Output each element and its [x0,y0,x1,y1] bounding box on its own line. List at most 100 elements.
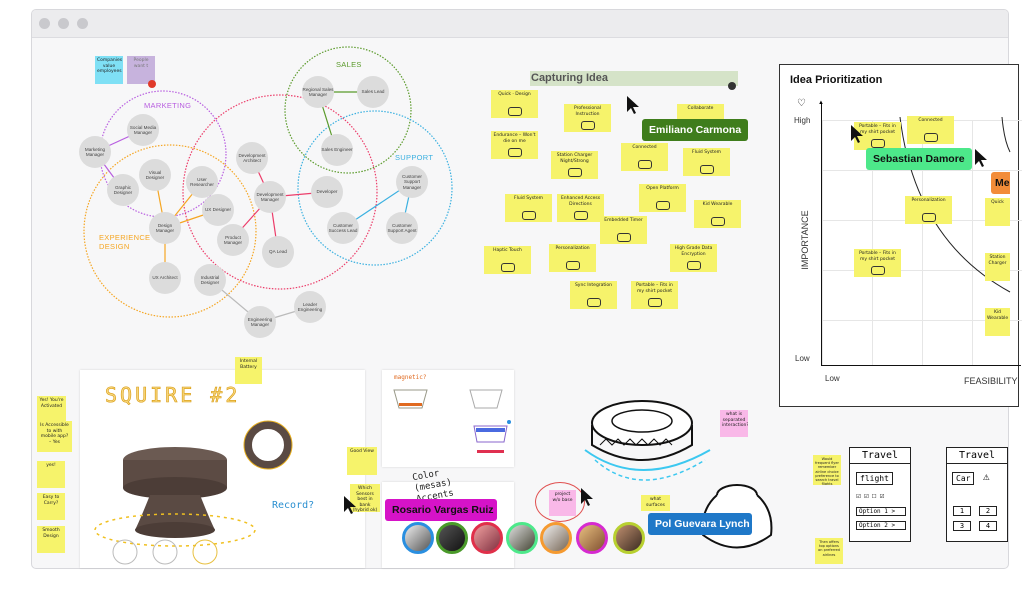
user-avatar-marker [728,82,736,90]
feedback-sticky[interactable]: Is Accessible to with mobile app? – Yes [37,421,72,452]
idea-sticky-text: Portable – Fits in my shirt pocket [859,124,896,135]
grid-button: 2 [979,506,997,516]
role-node[interactable]: Customer Support Agent [386,212,418,244]
role-node[interactable]: Development Manager [254,181,286,213]
bowl-sketch-panel[interactable]: magnetic? [382,370,514,467]
idea-sticky[interactable]: Enhanced Access Directions [557,194,604,222]
idea-sticky-text: Professional Instruction [573,106,602,117]
idea-sticky[interactable]: Open Platform [639,184,686,212]
idea-sticky[interactable]: Station Charger Night/Strong [551,151,598,179]
prioritization-title: Idea Prioritization [790,74,883,86]
capturing-idea-title[interactable]: Capturing Idea [530,71,738,86]
idea-sticky[interactable]: Station Charger [985,253,1010,281]
idea-sticky[interactable]: Quick · Design [491,90,538,118]
sticky-note[interactable]: Companies value employees [95,56,123,84]
annotation-sticky[interactable]: Then offers top options on preferred air… [815,538,843,564]
idea-sticky[interactable]: Professional Instruction [564,104,611,132]
idea-sticky[interactable]: Personalization [549,244,596,272]
y-high-label: High [794,116,811,125]
collaborator-label: Pol Guevara Lynch [648,513,752,535]
idea-sticky[interactable]: High Grade Data Encryption [670,244,717,272]
minimize-window-button[interactable] [58,18,69,29]
role-node[interactable]: Leader Engineering [294,291,326,323]
feedback-sticky[interactable]: Good View [347,447,377,475]
idea-prioritization-panel[interactable]: Idea Prioritization ♡ High Low Low FEASI… [779,64,1022,407]
sketch-icon [710,217,725,226]
feedback-sticky[interactable]: Internal Battery [235,357,262,384]
idea-sticky[interactable]: Connected [907,116,954,144]
option-row: Option 2 > [856,521,906,530]
collaborator-avatar[interactable] [436,522,468,554]
collaborator-avatar[interactable] [540,522,572,554]
group-label-sales: SALES [336,60,362,69]
feedback-sticky[interactable]: Which Sensors best in bank (hybrid ok) [350,484,380,512]
sticky-note[interactable]: People want t [127,56,155,84]
idea-sticky[interactable]: Kid Wearable [985,308,1010,336]
idea-sticky[interactable]: Kid Wearable [694,200,741,228]
role-node[interactable]: Visual Designer [139,159,171,191]
maximize-window-button[interactable] [77,18,88,29]
collaborator-avatar[interactable] [613,522,645,554]
role-node[interactable]: UX Architect [149,262,181,294]
role-node[interactable]: Industrial Designer [194,264,226,296]
group-label-marketing: MARKETING [144,101,192,110]
idea-sticky-text: Enhanced Access Directions [560,196,601,207]
idea-sticky[interactable]: Haptic Touch [484,246,531,274]
idea-sticky-text: Connected [918,118,943,123]
idea-sticky[interactable]: Personalization [905,196,952,224]
idea-sticky[interactable]: Fluid System [505,194,552,222]
role-node[interactable]: Regional Sales Manager [302,76,334,108]
role-node[interactable]: Product Manager [217,224,249,256]
collaborator-avatar[interactable] [471,522,503,554]
feedback-sticky[interactable]: Yes! You're Activated [37,396,66,424]
question-sticky[interactable]: what surfaces [641,495,670,511]
role-node[interactable]: Marketing Manager [79,136,111,168]
idea-sticky[interactable]: Embedded Timer [600,216,647,244]
travel-wireframe-car[interactable]: Travel Car ⚠ 1 2 3 4 [946,447,1008,542]
sketch-icon [507,107,522,116]
y-axis-label: IMPORTANCE [800,210,810,270]
sketch-icon [870,266,885,275]
question-sticky[interactable]: project w/o base [549,490,576,516]
role-node[interactable]: Sales Engineer [321,134,353,166]
development-circle [182,94,378,290]
role-node[interactable]: QA Lead [262,236,294,268]
sketch-icon [647,298,662,307]
role-node[interactable]: Developer [311,176,343,208]
collaborator-avatar[interactable] [576,522,608,554]
sketch-icon [637,160,652,169]
idea-sticky-text: Embedded Timer [604,218,643,223]
idea-sticky[interactable]: Connected [621,143,668,171]
idea-sticky[interactable]: Quick [985,198,1010,226]
travel-wireframe-flight[interactable]: Travel flight ☑☑☐☑ Option 1 > Option 2 > [849,447,911,542]
annotation-sticky[interactable]: Would frequent flyer remember airline ch… [813,455,841,485]
feedback-sticky[interactable]: Smooth Design [37,526,65,553]
idea-sticky-text: High Grade Data Encryption [674,246,713,257]
idea-sticky[interactable]: Sync Integration [570,281,617,309]
question-sticky[interactable]: what is separated interaction? [720,410,748,437]
collaborator-avatar[interactable] [402,522,434,554]
role-node[interactable]: Customer Support Manager [396,166,428,198]
role-node[interactable]: UX Designer [202,194,234,226]
idea-sticky[interactable]: Portable – Fits in my shirt pocket [631,281,678,309]
role-node[interactable]: Graphic Designer [107,174,139,206]
idea-sticky[interactable]: Portable – Fits in my shirt pocket [854,249,901,277]
close-window-button[interactable] [39,18,50,29]
role-node[interactable]: Design Manager [149,212,181,244]
sketch-icon [500,263,515,272]
role-node[interactable]: Sales Lead [357,76,389,108]
idea-sticky[interactable]: Endurance – Won't die on me [491,131,538,159]
feedback-sticky[interactable]: yes! [37,461,65,488]
role-node[interactable]: Social Media Manager [127,114,159,146]
marketing-circle [99,90,227,218]
role-node[interactable]: Development Architect [236,142,268,174]
collaborator-avatar[interactable] [506,522,538,554]
feedback-sticky[interactable]: Easy to Carry? [37,493,65,520]
role-node[interactable]: Engineering Manager [244,306,276,338]
role-node[interactable]: Customer Success Lead [327,212,359,244]
sketch-icon [923,133,938,142]
role-node[interactable]: User Researcher [186,166,218,198]
squire-sketch-panel[interactable]: SQUIRE #2 Record? [80,370,365,568]
idea-sticky[interactable]: Fluid System [683,148,730,176]
collaborator-label: Rosario Vargas Ruiz [385,499,497,521]
